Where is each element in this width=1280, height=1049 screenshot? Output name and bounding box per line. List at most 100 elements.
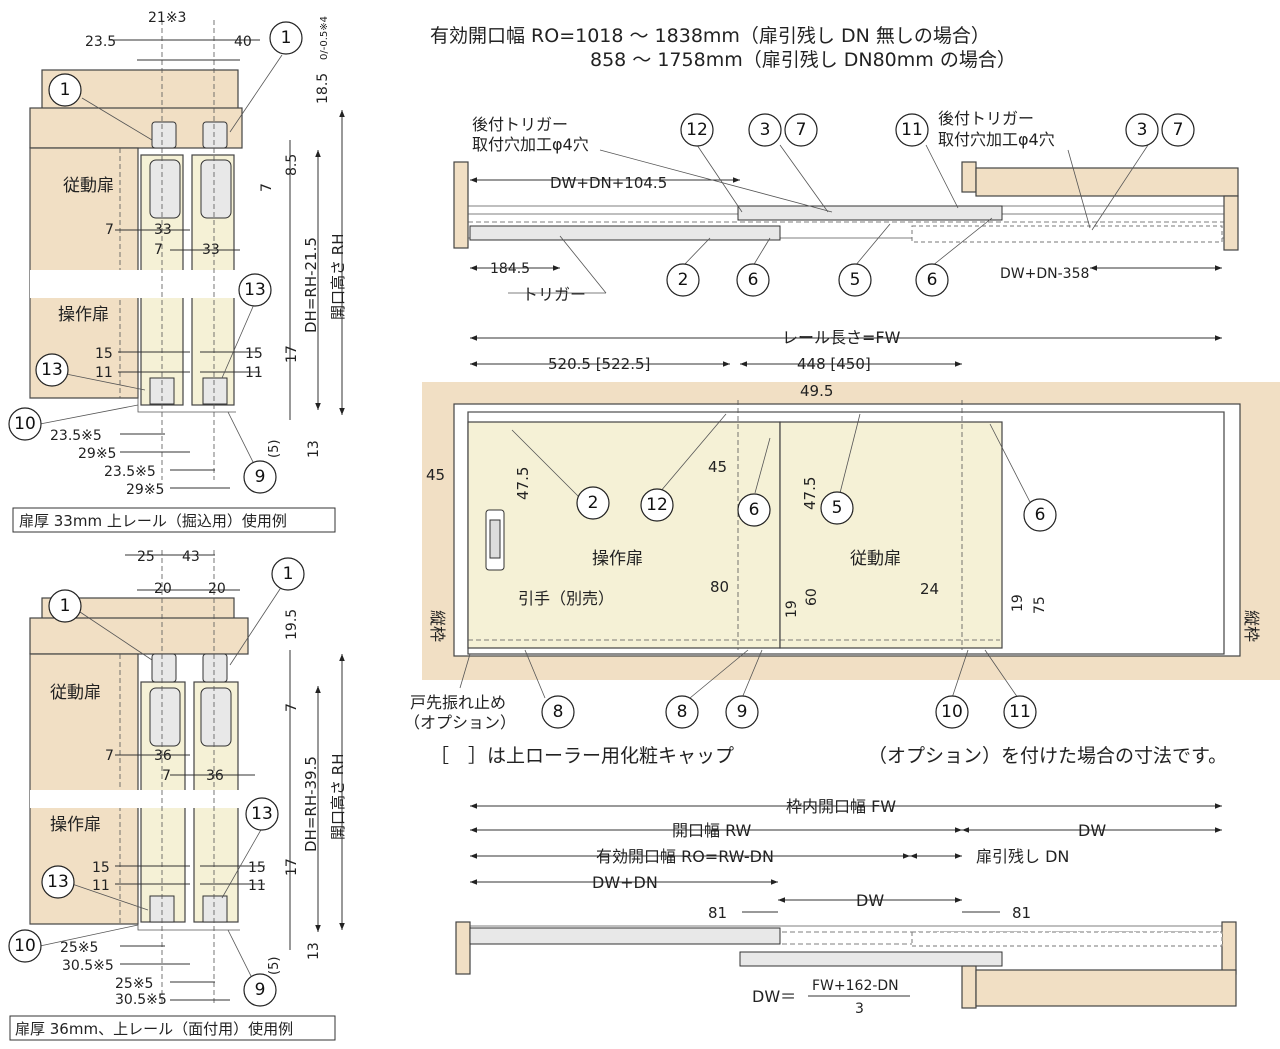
- dim: 23.5※5: [104, 464, 156, 480]
- dim: 7: [162, 768, 171, 784]
- dim: 7: [105, 748, 114, 764]
- dim: 36: [206, 768, 224, 784]
- dim: 75: [1032, 596, 1048, 614]
- dim: 20: [154, 581, 172, 597]
- dim: (5): [267, 440, 282, 458]
- dim: 17: [284, 345, 300, 363]
- formula-den: 3: [855, 1001, 864, 1017]
- dim: 25※5: [115, 976, 153, 992]
- label-master-door: 操作扉: [58, 305, 109, 325]
- dim: DW+DN-358: [1000, 266, 1089, 282]
- balloon: 2: [678, 270, 689, 290]
- balloon: 3: [1137, 120, 1148, 140]
- roller-1: [151, 121, 177, 149]
- dim: 11: [248, 878, 266, 894]
- section-top-left: 23.5 21※3 40 18.5 0/-0.5※4 7 8.5 DH=RH-2…: [8, 10, 347, 533]
- balloon: 1: [283, 564, 294, 584]
- roller-2: [202, 121, 228, 149]
- dim: 15: [95, 346, 113, 362]
- slave-door-rail: [737, 205, 1003, 221]
- label: トリガー: [522, 285, 586, 304]
- label-frame-left: 縦枠: [428, 610, 447, 642]
- dim: 15: [92, 860, 110, 876]
- balloon: 5: [832, 498, 843, 518]
- dim: 81: [708, 904, 727, 922]
- balloon: 9: [255, 467, 266, 487]
- dim: 520.5 [522.5]: [548, 355, 650, 373]
- dim: 11: [95, 365, 113, 381]
- balloon: 3: [760, 120, 771, 140]
- caption-top-left: 扉厚 33mm 上レール（掘込用）使用例: [19, 512, 287, 530]
- balloon: 2: [588, 493, 599, 513]
- balloon: 10: [14, 936, 36, 956]
- balloon: 6: [1035, 505, 1046, 525]
- hanger-1: [149, 687, 181, 747]
- dim: 36: [154, 748, 172, 764]
- dim: 47.5: [514, 467, 532, 500]
- dim: 29※5: [126, 482, 164, 498]
- dim: 8.5: [284, 154, 300, 176]
- dim: 7: [259, 183, 275, 192]
- dim: 24: [920, 580, 939, 598]
- dim: 0/-0.5※4: [319, 16, 330, 60]
- dim: 81: [1012, 904, 1031, 922]
- balloon: 9: [255, 980, 266, 1000]
- balloon: 8: [553, 702, 564, 722]
- dim-rh: 開口高さ RH: [329, 234, 347, 320]
- balloon: 13: [251, 804, 273, 824]
- dim: 448 [450]: [797, 355, 871, 373]
- balloon: 9: [737, 702, 748, 722]
- note: ［ ］は上ローラー用化粧キャップ （オプション）を付けた場合の寸法です。: [430, 745, 1227, 767]
- dim: 13: [306, 440, 322, 458]
- dim: 19.5: [284, 609, 300, 640]
- section-bottom-left: 25 43 20 20 19.5 7 DH=RH-39.5 開口高さ RH 17…: [8, 549, 347, 1041]
- dim-dw2: DW: [856, 891, 884, 910]
- balloon: 1: [60, 596, 71, 616]
- label: 後付トリガー: [938, 109, 1034, 128]
- dim: 29※5: [78, 446, 116, 462]
- dim: 49.5: [800, 382, 833, 400]
- dim: 20: [208, 581, 226, 597]
- balloon: 7: [796, 120, 807, 140]
- label: 後付トリガー: [472, 115, 568, 134]
- formula-num: FW+162-DN: [812, 978, 899, 994]
- balloon: 5: [850, 270, 861, 290]
- slave-door: [779, 421, 1003, 649]
- roller-2: [202, 653, 228, 683]
- balloon: 8: [677, 702, 688, 722]
- balloon: 1: [60, 80, 71, 100]
- dim: 7: [284, 703, 300, 712]
- dim: 40: [234, 34, 252, 50]
- balloon: 13: [244, 280, 266, 300]
- balloon: 6: [749, 500, 760, 520]
- dim: 60: [804, 588, 820, 606]
- balloon: 13: [47, 872, 69, 892]
- dim-dh: DH=RH-21.5: [302, 237, 320, 333]
- dim: 13: [306, 942, 322, 960]
- dim: 23.5: [85, 34, 116, 50]
- dim: 30.5※5: [115, 992, 167, 1008]
- header-beam: [29, 617, 249, 655]
- balloon: 13: [41, 360, 63, 380]
- dim: 45: [708, 458, 727, 476]
- master-door-plan: [469, 927, 781, 945]
- dim-rw: 開口幅 RW: [672, 821, 752, 840]
- label-master-door: 操作扉: [50, 815, 101, 835]
- bottom-guide: [137, 900, 240, 931]
- dim: 45: [426, 466, 445, 484]
- balloon: 1: [281, 28, 292, 48]
- balloon: 12: [646, 495, 668, 515]
- dim: 11: [245, 365, 263, 381]
- dim-rh: 開口高さ RH: [329, 754, 347, 840]
- dim: 15: [248, 860, 266, 876]
- note-part1: ［ ］は上ローラー用化粧キャップ: [430, 745, 734, 767]
- dim: 23.5※5: [50, 428, 102, 444]
- label-stopper: 戸先振れ止め: [410, 693, 506, 712]
- label-handle: 引手（別売）: [518, 589, 614, 608]
- dim-dh: DH=RH-39.5: [302, 756, 320, 852]
- caption-bottom-left: 扉厚 36mm、上レール（面付用）使用例: [15, 1020, 293, 1038]
- dim-dwdn: DW+DN: [592, 873, 658, 892]
- dim: 17: [284, 858, 300, 876]
- dim: 11: [92, 878, 110, 894]
